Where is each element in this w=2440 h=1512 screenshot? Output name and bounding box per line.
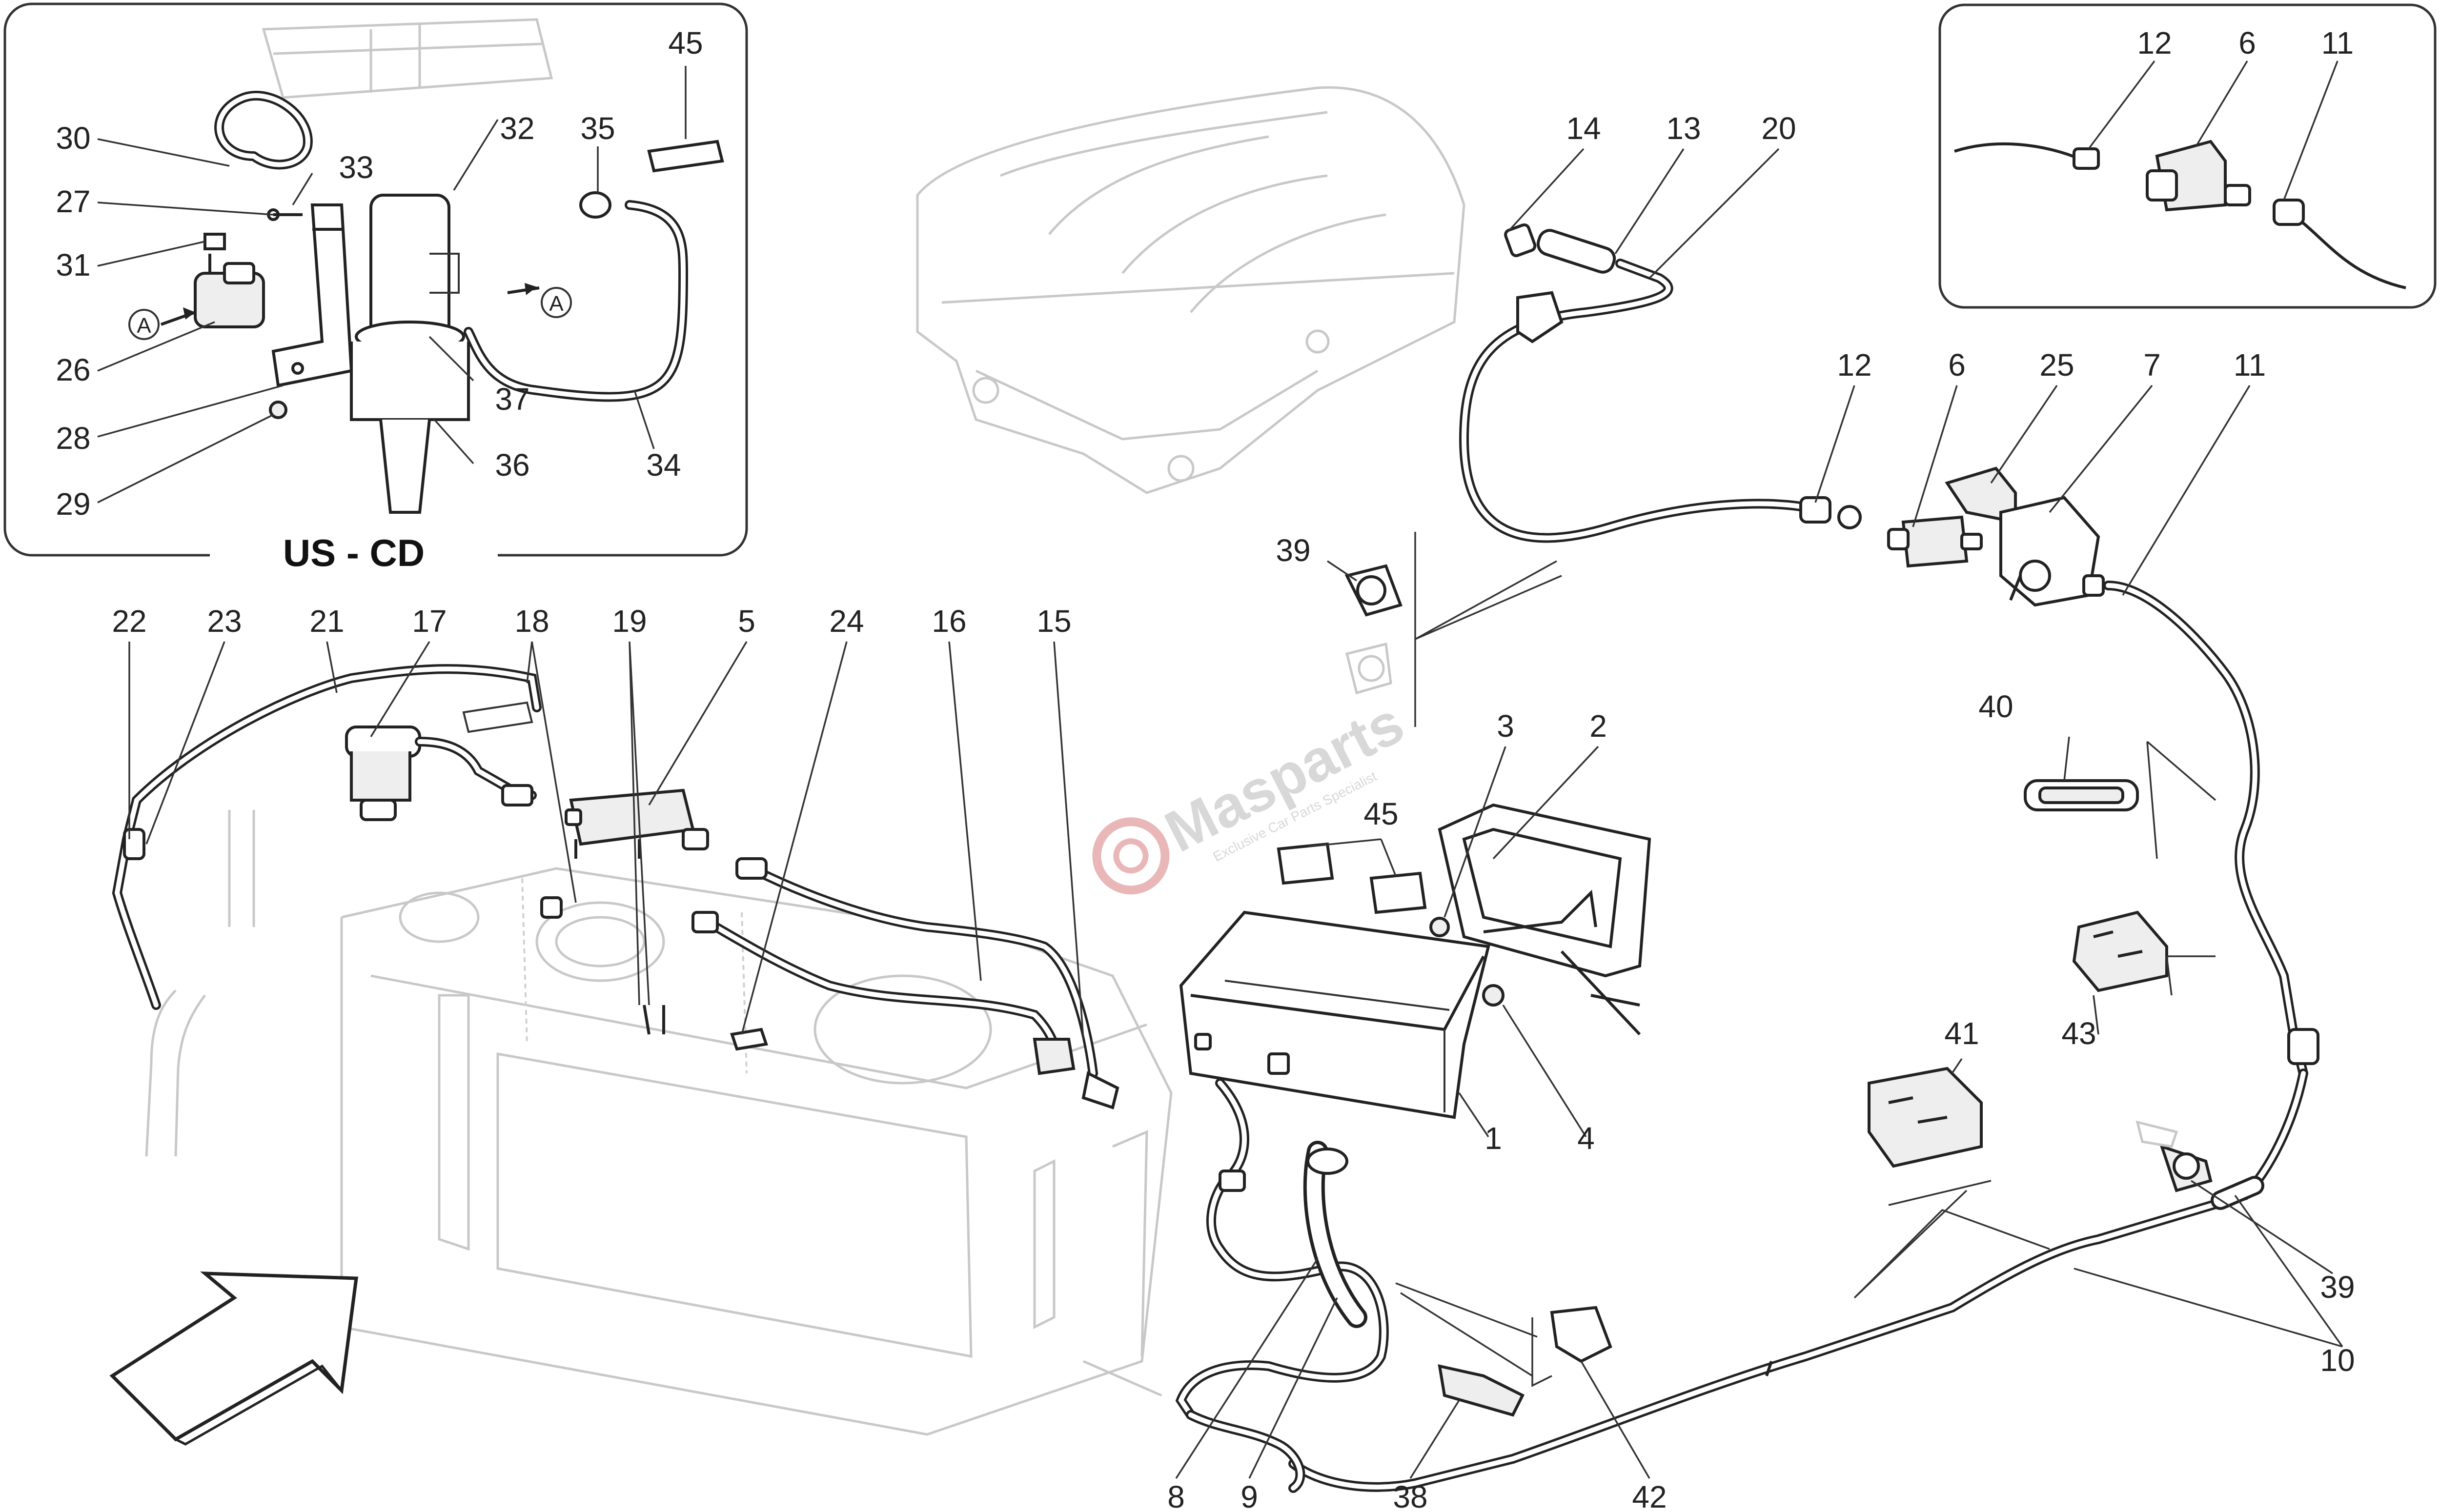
label-33: 33 — [339, 150, 373, 185]
marker-a-right: A — [507, 283, 572, 318]
hose-21-22 — [112, 664, 542, 1010]
label-17: 17 — [412, 604, 447, 639]
inset-us-cd: US - CD — [3, 2, 748, 581]
label-12-inset: 12 — [2137, 25, 2172, 60]
hose-34 — [464, 200, 689, 402]
hoses-8-9 — [1175, 1078, 1612, 1493]
label-13: 13 — [1666, 111, 1701, 146]
label-1: 1 — [1484, 1121, 1502, 1156]
label-31: 31 — [56, 247, 90, 282]
label-40: 40 — [1978, 689, 2013, 724]
clips-45-main — [1277, 842, 1427, 914]
hose-20 — [1459, 259, 1810, 543]
label-43: 43 — [2061, 1016, 2096, 1051]
label-28: 28 — [56, 421, 90, 456]
label-6: 6 — [1948, 347, 1966, 383]
label-15: 15 — [1037, 604, 1071, 639]
hose-15-16 — [691, 857, 1119, 1109]
inset-right-detail: 12 6 11 — [1938, 3, 2437, 309]
label-5: 5 — [738, 604, 755, 639]
label-11-inset: 11 — [2321, 25, 2354, 60]
label-7: 7 — [2143, 347, 2161, 383]
clip-39-right — [2135, 1120, 2213, 1192]
label-32: 32 — [500, 111, 534, 146]
label-24: 24 — [829, 604, 864, 639]
label-36: 36 — [495, 447, 529, 483]
label-41: 41 — [1944, 1016, 1979, 1051]
connector-13-14 — [1504, 223, 1616, 343]
label-20: 20 — [1761, 111, 1796, 146]
hose-10 — [1288, 1068, 2308, 1492]
label-10: 10 — [2320, 1343, 2355, 1378]
label-4: 4 — [1577, 1121, 1595, 1156]
hose-30 — [214, 91, 313, 170]
valve-26 — [194, 254, 265, 328]
label-45-main: 45 — [1363, 796, 1398, 831]
main-leaders — [128, 148, 2343, 1479]
svg-text:A: A — [549, 292, 564, 316]
label-16: 16 — [932, 604, 966, 639]
valve-group-6-7 — [1799, 466, 2105, 607]
label-27: 27 — [56, 184, 90, 219]
ghost-lower-pipe — [1082, 1360, 1162, 1397]
label-30: 30 — [56, 121, 90, 156]
small-parts-tank — [540, 896, 768, 1051]
label-37: 37 — [495, 382, 529, 417]
label-21: 21 — [309, 604, 344, 639]
clip-43 — [2072, 910, 2168, 992]
label-45-inset: 45 — [668, 25, 703, 60]
label-18: 18 — [514, 604, 549, 639]
label-8: 8 — [1167, 1479, 1185, 1512]
label-42: 42 — [1632, 1479, 1667, 1512]
clip-41 — [1868, 1067, 1983, 1168]
part-4 — [1482, 984, 1505, 1007]
label-34: 34 — [646, 447, 681, 483]
pump-assembly-36 — [350, 194, 470, 514]
label-39-right: 39 — [2320, 1270, 2355, 1305]
svg-text:A: A — [137, 314, 151, 338]
ghost-filler-pipe — [145, 810, 255, 1157]
label-19: 19 — [612, 604, 647, 639]
label-35: 35 — [580, 111, 615, 146]
ghost-filter-body — [262, 18, 553, 99]
clip-45-inset — [647, 140, 724, 173]
inset-us-cd-title: US - CD — [283, 531, 425, 574]
part-3 — [1429, 917, 1450, 937]
label-29: 29 — [56, 486, 90, 522]
filter-17 — [345, 726, 537, 821]
label-14: 14 — [1566, 111, 1601, 146]
marker-a-left: A — [128, 307, 196, 340]
label-38: 38 — [1393, 1479, 1427, 1512]
label-12: 12 — [1837, 347, 1871, 383]
label-11: 11 — [2234, 347, 2266, 383]
label-2: 2 — [1589, 708, 1607, 744]
clip-40 — [2024, 779, 2139, 811]
label-25: 25 — [2039, 347, 2074, 383]
label-3: 3 — [1497, 708, 1514, 744]
label-22: 22 — [112, 604, 146, 639]
label-26: 26 — [56, 352, 90, 387]
label-39-left: 39 — [1276, 533, 1310, 568]
bracket-28 — [271, 203, 353, 387]
canister-1 — [1179, 910, 1490, 1119]
inset-leaders — [97, 66, 687, 504]
direction-arrow — [109, 1271, 358, 1446]
ghost-intake-manifold — [916, 86, 1465, 494]
label-9: 9 — [1240, 1479, 1258, 1512]
clamp-35 — [579, 191, 611, 219]
hose-11 — [2103, 581, 2319, 1078]
nut-29 — [269, 401, 287, 419]
bracket-2 — [1438, 803, 1651, 1036]
clip-39-left — [1344, 564, 1403, 695]
label-23: 23 — [207, 604, 242, 639]
valve-5 — [565, 788, 709, 859]
label-6-inset: 6 — [2238, 25, 2256, 60]
